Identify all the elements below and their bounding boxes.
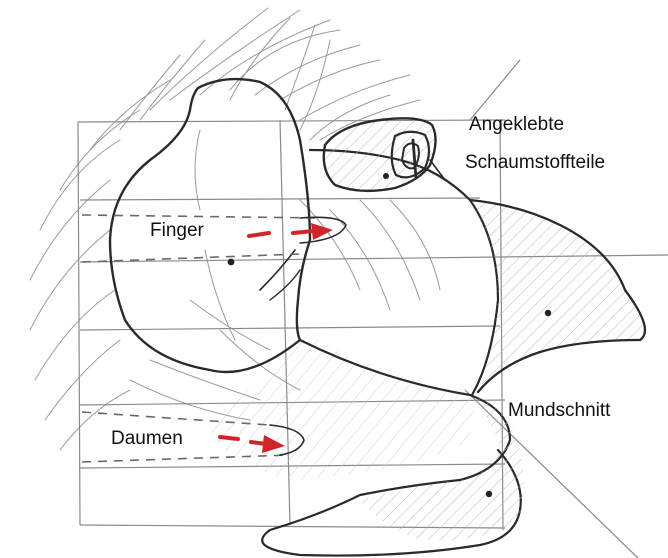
finger-arrows	[249, 223, 333, 240]
label-mouth-cut: Mundschnitt	[508, 398, 610, 424]
label-finger: Finger	[150, 218, 204, 244]
finger-slot	[82, 215, 346, 265]
label-thumb: Daumen	[111, 426, 183, 452]
foam-eye	[324, 118, 445, 191]
label-foam-parts-line2: Schaumstoffteile	[465, 150, 605, 176]
label-foam-parts-line1: Angeklebte	[469, 112, 564, 138]
mouth-jaw	[470, 200, 645, 392]
